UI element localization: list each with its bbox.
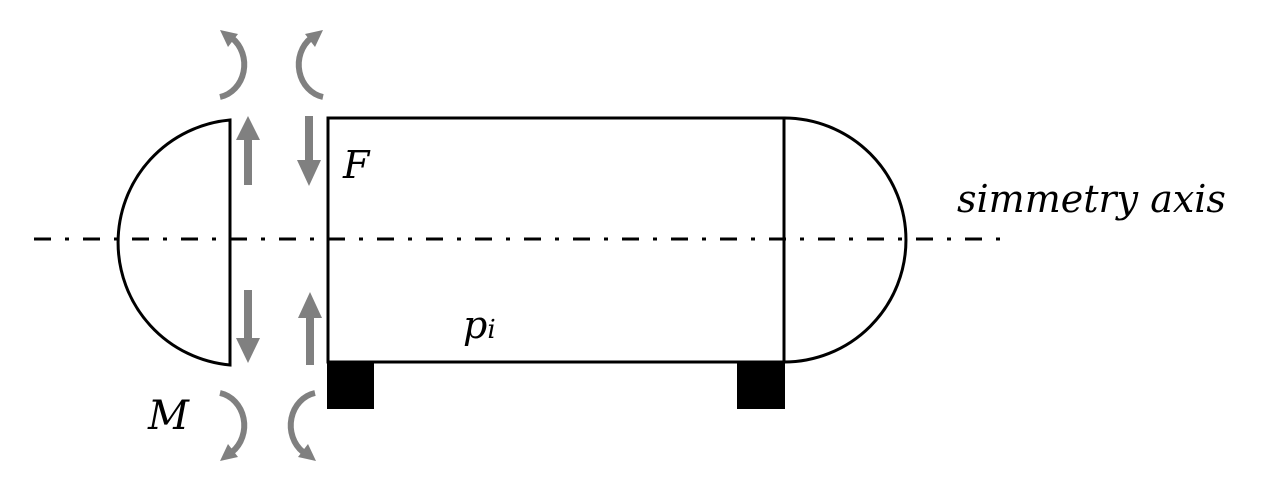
- moment-bottom-right: [287, 390, 316, 455]
- pressure-label: pi: [463, 306, 496, 344]
- force-label: F: [343, 143, 370, 187]
- moment-arrows: [219, 30, 324, 461]
- moment-label: M: [148, 393, 189, 439]
- force-arrows: [236, 116, 322, 365]
- symmetry-axis-label: simmetry axis: [957, 177, 1226, 221]
- left-support: [327, 362, 374, 409]
- left-hemispherical-head: [116, 118, 232, 367]
- right-support: [737, 362, 785, 409]
- pressure-symbol: p: [463, 303, 488, 347]
- pressure-subscript: i: [487, 315, 496, 345]
- moment-top-left: [219, 35, 248, 100]
- moment-top-right: [295, 35, 324, 100]
- right-hemispherical-head: [783, 116, 908, 364]
- moment-bottom-left: [219, 390, 248, 455]
